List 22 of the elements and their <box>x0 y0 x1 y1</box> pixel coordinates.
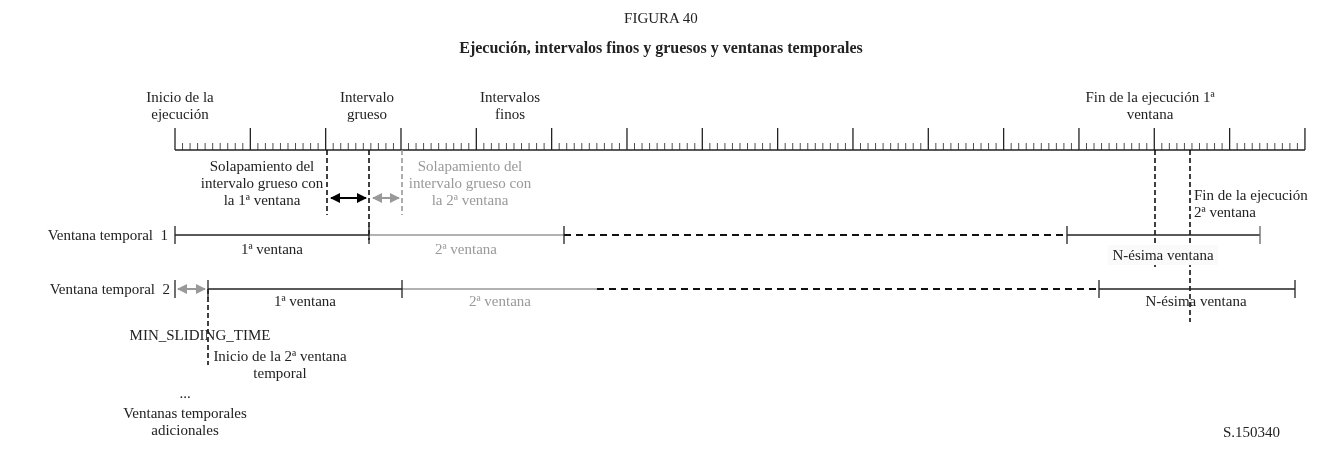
timeline-label: Inicio de la 2ª ventana temporal <box>212 348 348 382</box>
timeline-label: Inicio de la ejecución <box>145 89 215 123</box>
timeline-label: Intervalos finos <box>479 89 541 123</box>
timeline-label: Fin de la ejecución 1ª ventana <box>1084 89 1216 123</box>
figure-number: FIGURA 40 <box>623 10 699 27</box>
window-label: 2ª ventana <box>434 241 498 258</box>
row-label: Ventana temporal 1 <box>46 227 168 244</box>
note-label: Ventanas temporales adicionales <box>122 405 248 439</box>
window-label: 1ª ventana <box>273 293 337 310</box>
figure-reference: S.150340 <box>1221 424 1280 441</box>
timeline-label: Fin de la ejecución 2ª ventana <box>1194 187 1309 221</box>
window-label: N-ésima ventana <box>1108 245 1218 265</box>
figure-title: Ejecución, intervalos finos y gruesos y ventanas temporales <box>458 39 864 56</box>
row-label: Ventana temporal 2 <box>48 281 170 298</box>
overlap-label: Solapamiento del intervalo grueso con la 1ª ventana <box>199 158 325 209</box>
window-label: 1ª ventana <box>240 241 304 258</box>
parameter-label: MIN_SLIDING_TIME <box>128 327 272 344</box>
window-label: N-ésima ventana <box>1144 293 1248 310</box>
window-label: 2ª ventana <box>468 293 532 310</box>
overlap-label: Solapamiento del intervalo grueso con la 2ª ventana <box>407 158 533 209</box>
timeline-label: Intervalo grueso <box>338 89 396 123</box>
ellipsis: ... <box>178 385 192 402</box>
